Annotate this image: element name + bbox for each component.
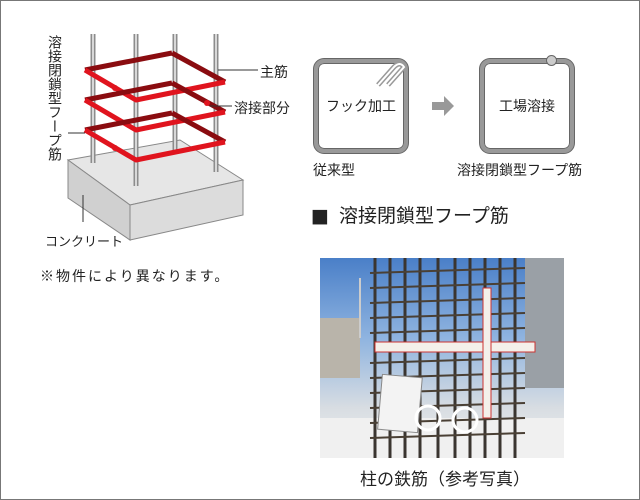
- concrete-label: コンクリート: [45, 235, 124, 250]
- weld-point-icon: [546, 55, 557, 66]
- disclaimer-note: ※物件により異なります。: [40, 269, 231, 285]
- welded-caption: 溶接閉鎖型フープ筋: [457, 163, 583, 179]
- rebar-diagram: 溶接閉鎖型フープ筋 主筋 溶接部分 コンクリート: [0, 0, 300, 250]
- conventional-caption: 従来型: [313, 163, 355, 179]
- right-arrow-icon: [432, 96, 456, 120]
- welded-hoop-box: 工場溶接: [480, 55, 574, 153]
- photo-caption: 柱の鉄筋（参考写真）: [360, 470, 530, 490]
- weld-part-label: 溶接部分: [234, 101, 290, 117]
- conventional-box-text: フック加工: [326, 99, 396, 115]
- section-title-text: 溶接閉鎖型フープ筋: [339, 205, 509, 227]
- hook-icon: [376, 61, 408, 87]
- square-marker-icon: ■: [311, 205, 329, 227]
- column-rebar-photo: [320, 258, 564, 458]
- rebar-column-illustration: [66, 34, 258, 241]
- section-title: ■ 溶接閉鎖型フープ筋: [311, 201, 509, 228]
- main-rebar-label: 主筋: [260, 65, 288, 81]
- conventional-hoop-box: フック加工: [314, 59, 408, 153]
- welded-box-text: 工場溶接: [499, 99, 555, 115]
- hoop-vertical-label: 溶接閉鎖型フープ筋: [46, 35, 62, 161]
